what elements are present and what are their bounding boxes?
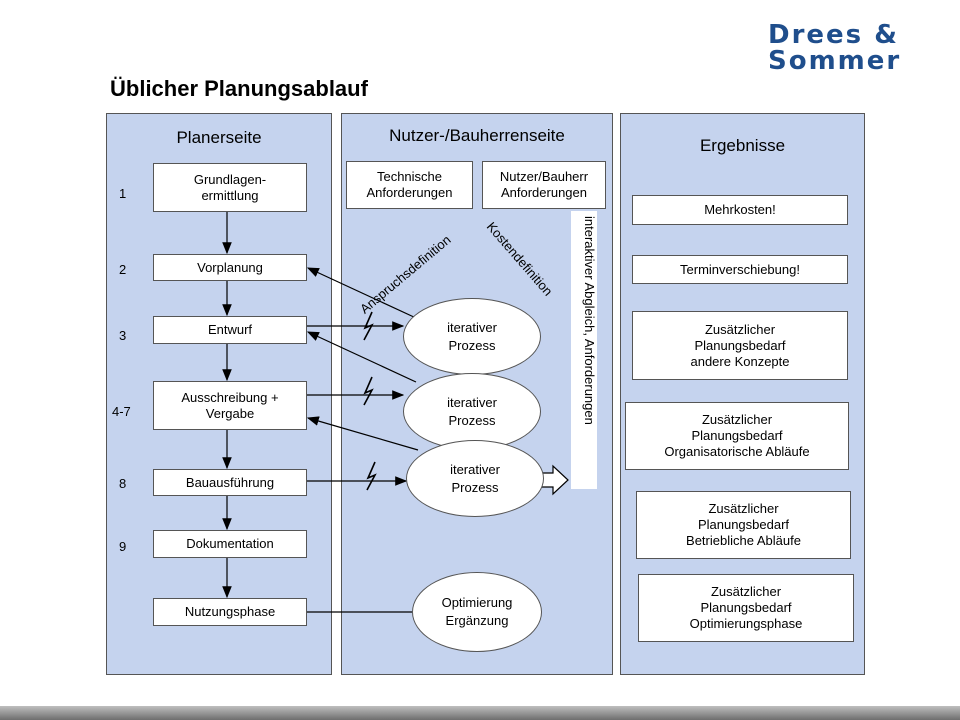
panel-title-nutzer: Nutzer-/Bauherrenseite <box>389 126 565 145</box>
phase-vorplanung: Vorplanung <box>153 254 307 281</box>
step-number: 9 <box>119 539 127 554</box>
lightning-icon <box>363 376 374 406</box>
technische-anforderungen-box: Technische Anforderungen <box>346 161 473 209</box>
logo-line-1: Drees & <box>768 20 899 50</box>
step-number: 4-7 <box>112 404 131 419</box>
phase-entwurf: Entwurf <box>153 316 307 344</box>
optimierung-ergaenzung: Optimierung Ergänzung <box>412 572 542 652</box>
step-number: 3 <box>119 328 127 343</box>
result-andere-konzepte: Zusätzlicher Planungsbedarf andere Konze… <box>632 311 848 380</box>
phase-grundlagenermittlung: Grundlagen- ermittlung <box>153 163 307 212</box>
iterativer-prozess-3: iterativer Prozess <box>406 440 544 517</box>
panel-title-ergebnisse: Ergebnisse <box>699 136 786 155</box>
result-terminverschiebung: Terminverschiebung! <box>632 255 848 284</box>
iterativer-prozess-1: iterativer Prozess <box>403 298 541 375</box>
result-organisatorische-ablaeufe: Zusätzlicher Planungsbedarf Organisatori… <box>625 402 849 470</box>
footer-bar <box>0 706 960 720</box>
step-number: 2 <box>119 262 127 277</box>
drees-sommer-logo: Drees & Sommer <box>768 22 928 78</box>
step-number: 1 <box>119 186 127 201</box>
phase-ausschreibung-vergabe: Ausschreibung + Vergabe <box>153 381 307 430</box>
step-number: 8 <box>119 476 127 491</box>
phase-dokumentation: Dokumentation <box>153 530 307 558</box>
feedback-arrow <box>306 267 417 319</box>
iterativer-prozess-2: iterativer Prozess <box>403 373 541 450</box>
phase-nutzungsphase: Nutzungsphase <box>153 598 307 626</box>
vertical-label-background <box>571 211 597 489</box>
lightning-icon <box>366 461 377 491</box>
feedback-arrow <box>306 416 419 451</box>
panel-title-planer: Planerseite <box>176 128 262 147</box>
nutzer-bauherr-anforderungen-box: Nutzer/Bauherr Anforderungen <box>482 161 606 209</box>
logo-line-2: Sommer <box>768 46 902 76</box>
result-betriebliche-ablaeufe: Zusätzlicher Planungsbedarf Betriebliche… <box>636 491 851 559</box>
feedback-arrow <box>306 331 417 383</box>
lightning-icon <box>363 311 374 341</box>
result-optimierungsphase: Zusätzlicher Planungsbedarf Optimierungs… <box>638 574 854 642</box>
phase-bauausfuehrung: Bauausführung <box>153 469 307 496</box>
page-title: Üblicher Planungsablauf <box>110 76 368 101</box>
result-mehrkosten: Mehrkosten! <box>632 195 848 225</box>
